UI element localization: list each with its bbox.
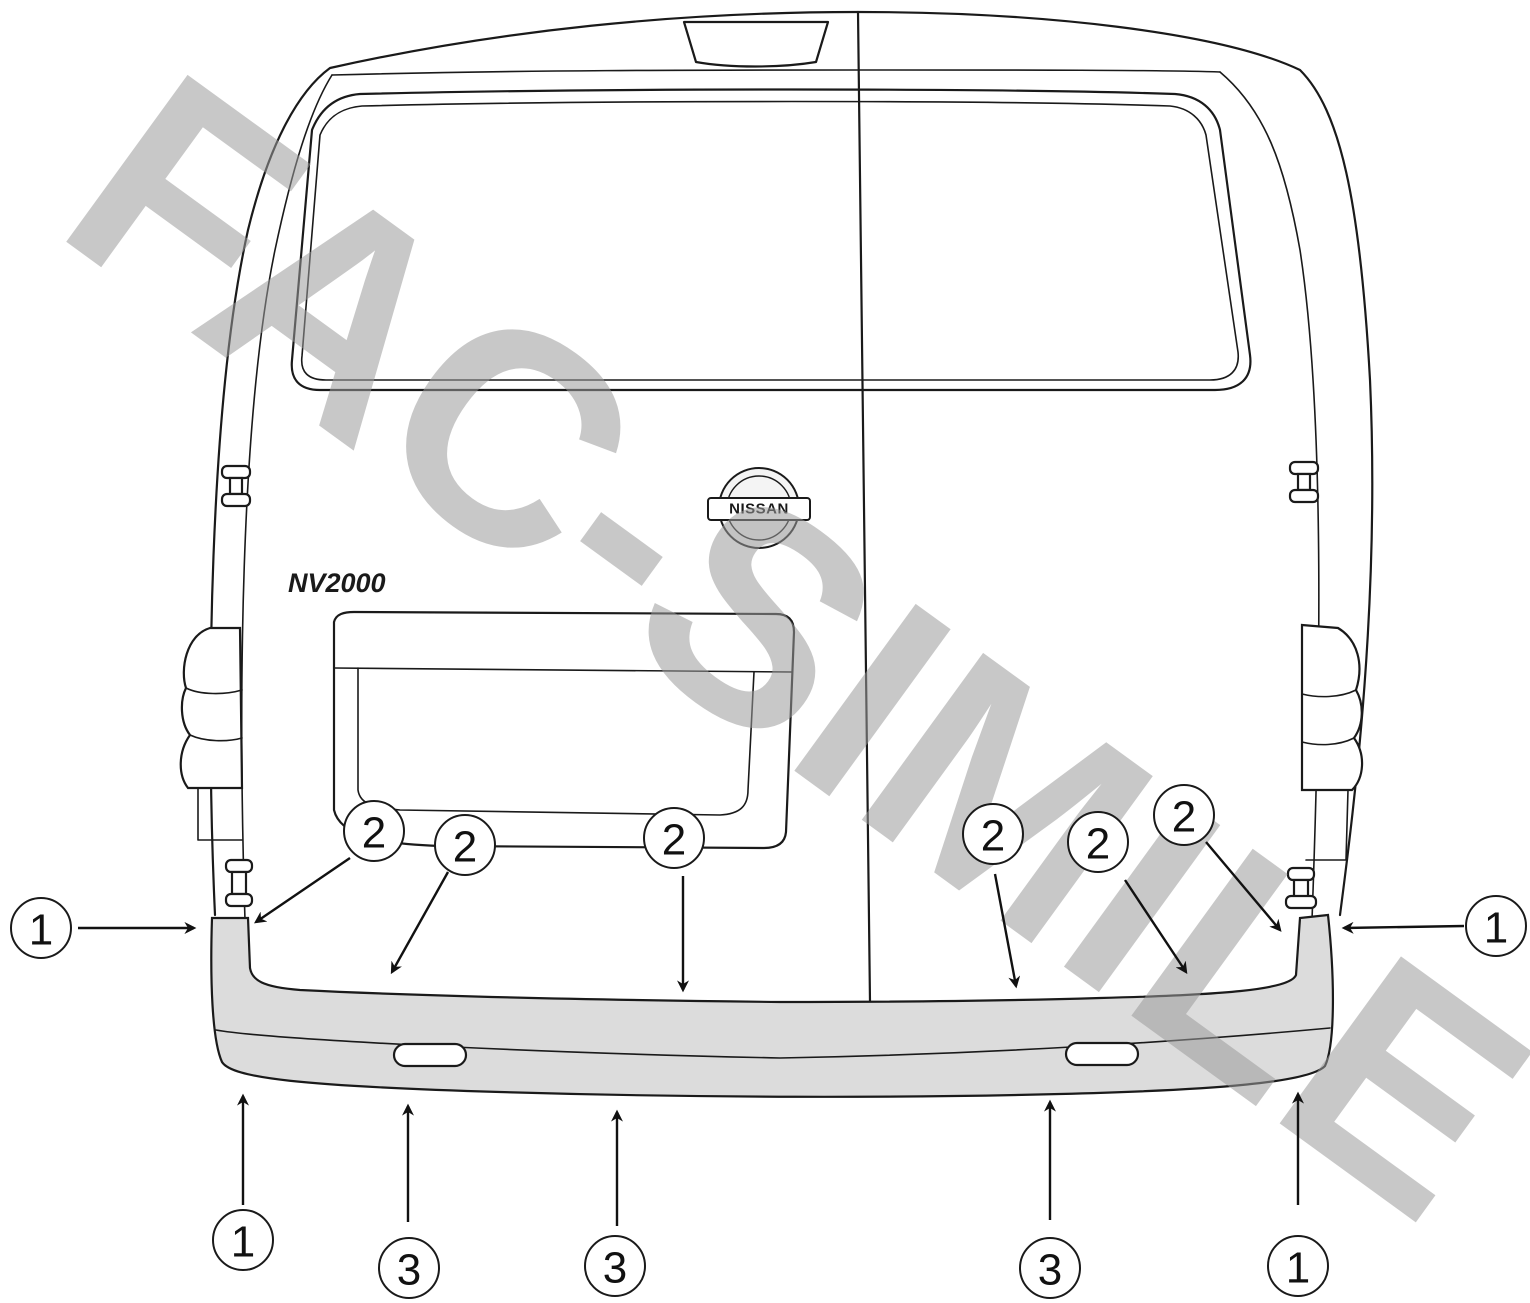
callout-label: 3 xyxy=(603,1244,627,1293)
nissan-logo: NISSAN xyxy=(707,467,811,549)
rear-bumper xyxy=(210,913,1335,1098)
callout-1-bottom-right: 1 xyxy=(1267,1235,1329,1297)
callout-1-bottom-left: 1 xyxy=(212,1209,274,1271)
right-reflector xyxy=(1064,1041,1140,1067)
left-tail-lamp xyxy=(179,626,244,841)
callout-label: 3 xyxy=(397,1246,421,1295)
model-badge: NV2000 xyxy=(288,568,386,598)
callout-label: 3 xyxy=(1038,1246,1062,1295)
callout-1-right: 1 xyxy=(1465,895,1527,957)
left-reflector xyxy=(392,1042,468,1068)
right-tail-lamp xyxy=(1300,623,1364,861)
callout-label: 2 xyxy=(1086,820,1110,869)
left-hinges xyxy=(220,464,254,908)
callout-2-d: 2 xyxy=(962,803,1024,865)
callout-label: 1 xyxy=(231,1218,255,1267)
callout-label: 1 xyxy=(29,906,53,955)
callout-2-a: 2 xyxy=(343,800,405,862)
van-rear-outline xyxy=(179,10,1374,1004)
callout-label: 1 xyxy=(1484,904,1508,953)
callout-1-left: 1 xyxy=(10,897,72,959)
logo-text: NISSAN xyxy=(729,501,789,518)
callout-3-a: 3 xyxy=(378,1237,440,1299)
callout-3-c: 3 xyxy=(1019,1237,1081,1299)
callout-2-e: 2 xyxy=(1067,811,1129,873)
high-mount-brake-light xyxy=(682,20,830,68)
callout-2-c: 2 xyxy=(643,807,705,869)
callout-3-b: 3 xyxy=(584,1235,646,1297)
callout-label: 2 xyxy=(453,823,477,872)
callout-label: 2 xyxy=(662,816,686,865)
callout-label: 2 xyxy=(1172,793,1196,842)
callout-label: 2 xyxy=(981,812,1005,861)
callout-label: 2 xyxy=(362,809,386,858)
callout-label: 1 xyxy=(1286,1244,1310,1293)
arrows xyxy=(78,841,1465,1226)
callout-2-f: 2 xyxy=(1153,784,1215,846)
callout-2-b: 2 xyxy=(434,814,496,876)
right-hinges xyxy=(1284,460,1320,910)
